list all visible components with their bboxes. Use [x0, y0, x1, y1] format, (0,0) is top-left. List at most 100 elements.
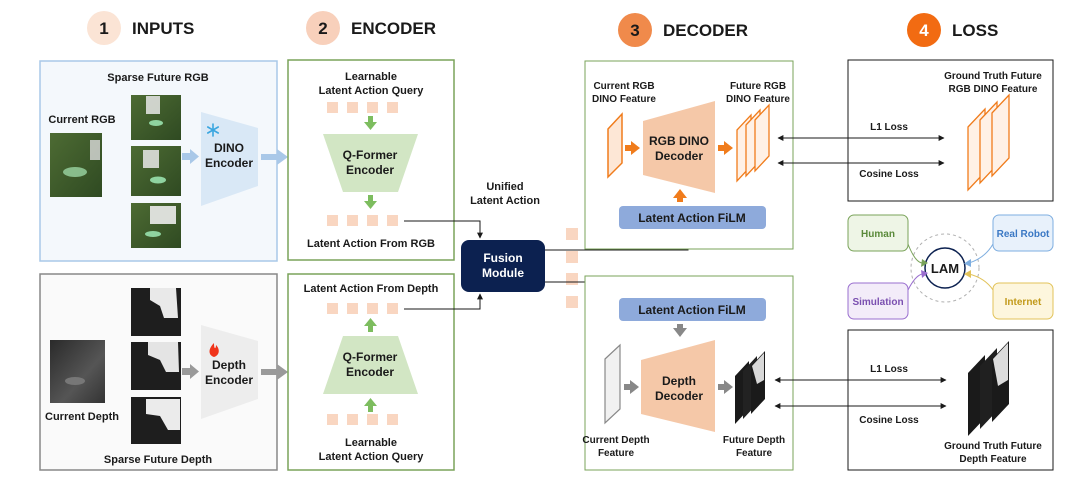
current-rgb-feature-plane: [607, 112, 623, 179]
dino-encoder-label: DINO: [214, 141, 244, 155]
future-depth-frame: [131, 397, 181, 444]
human-label: Human: [861, 229, 895, 240]
orange-right-arrow: [625, 141, 640, 155]
green-up-arrow: [364, 398, 377, 412]
current-rgb-image: [50, 133, 102, 197]
section-title: ENCODER: [351, 19, 436, 38]
current-depth-feature-label: Current Depth: [582, 435, 649, 446]
section-number-badge: [907, 13, 941, 47]
section-title: INPUTS: [132, 19, 194, 38]
current-rgb-feature-label: DINO Feature: [592, 94, 656, 105]
future-rgb-feature-label: Future RGB: [730, 81, 786, 92]
section-number-badge: [87, 11, 121, 45]
gt-rgb-feature-label: Ground Truth Future: [944, 71, 1042, 82]
orange-right-arrow: [718, 141, 733, 155]
section-number: 1: [99, 19, 108, 38]
gt-rgb-feature-stack: [967, 93, 1010, 192]
gray-down-arrow: [673, 324, 687, 337]
gt-depth-feature-stack: [968, 341, 1009, 436]
latent-action-film-bottom: Latent Action FiLM: [619, 298, 766, 321]
current-depth-feature-label: Feature: [598, 448, 635, 459]
unified-latent-tokens: [566, 228, 578, 308]
decoder-depth-panel: Latent Action FiLM Depth Decoder Current…: [582, 275, 794, 471]
learnable-query-label: Learnable: [345, 437, 397, 449]
gt-rgb-feature-label: RGB DINO Feature: [949, 84, 1038, 95]
query-tokens: [327, 102, 398, 113]
gt-depth-feature-label: Ground Truth Future: [944, 441, 1042, 452]
internet-source: Internet: [992, 282, 1054, 320]
qformer-encoder-top: Q-Former Encoder: [323, 134, 418, 192]
rgb-dino-decoder-label: RGB DINO: [649, 134, 709, 148]
simulation-label: Simulation: [852, 297, 903, 308]
future-rgb-frame: [131, 95, 181, 140]
green-down-arrow: [364, 195, 377, 209]
latent-action-film-label: Latent Action FiLM: [638, 303, 746, 317]
latent-action-film-label: Latent Action FiLM: [638, 211, 746, 225]
snowflake-icon: [207, 123, 219, 137]
lam-node: [924, 247, 966, 289]
depth-decoder-label: Decoder: [655, 389, 703, 403]
green-down-arrow: [364, 116, 377, 130]
rgb-dino-decoder-block: RGB DINO Decoder: [643, 101, 715, 193]
section-header-decoder: 3 DECODER: [618, 13, 748, 47]
gt-depth-feature-label: Depth Feature: [959, 454, 1027, 465]
future-depth-feature-label: Feature: [736, 448, 773, 459]
depth-decoder-block: Depth Decoder: [641, 340, 715, 432]
future-rgb-frame: [131, 146, 181, 196]
loss-depth-panel: Ground Truth Future Depth Feature: [847, 329, 1054, 471]
section-number: 2: [318, 19, 327, 38]
depth-decoder-label: Depth: [662, 374, 696, 388]
current-depth-image: [50, 340, 105, 403]
loss-rgb-panel: Ground Truth Future RGB DINO Feature: [847, 59, 1054, 202]
cosine-loss-label: Cosine Loss: [859, 169, 919, 180]
decoder-rgb-panel: Current RGB DINO Feature Future RGB DINO…: [584, 60, 794, 250]
encoder-rgb-panel: Learnable Latent Action Query Q-Former E…: [287, 59, 455, 261]
dino-encoder-label: Encoder: [205, 156, 253, 170]
internet-label: Internet: [1005, 297, 1042, 308]
rgb-dino-decoder-label: Decoder: [655, 149, 703, 163]
qformer-label: Encoder: [346, 163, 394, 177]
lam-source-arrows: [907, 243, 994, 291]
section-header-inputs: 1 INPUTS: [87, 11, 194, 45]
depth-encoder-label: Depth: [212, 358, 246, 372]
sparse-future-depth-label: Sparse Future Depth: [104, 454, 212, 466]
future-rgb-feature-stack: [736, 103, 770, 183]
green-up-arrow: [364, 318, 377, 332]
rgb-to-dino-arrow: [182, 149, 199, 164]
fusion-module-label: Module: [482, 266, 524, 280]
real-robot-label: Real Robot: [997, 229, 1050, 240]
latent-tokens: [327, 215, 398, 226]
current-rgb-feature-label: Current RGB: [593, 81, 654, 92]
fusion-module: Fusion Module: [461, 240, 545, 292]
query-tokens: [327, 414, 398, 425]
real-robot-source: Real Robot: [992, 214, 1054, 252]
unified-latent-action-label: Unified: [486, 181, 523, 193]
depth-encoder-label: Encoder: [205, 373, 253, 387]
inputs-depth-panel: Current Depth Sparse Future Depth Depth …: [39, 273, 278, 471]
current-depth-feature-plane: [604, 343, 621, 425]
qformer-label: Q-Former: [343, 350, 398, 364]
learnable-query-label: Learnable: [345, 71, 397, 83]
rgb-loss-connectors: [777, 135, 945, 166]
current-rgb-label: Current RGB: [48, 114, 115, 126]
future-depth-frame: [131, 342, 181, 390]
human-source: Human: [847, 214, 909, 252]
orange-up-arrow: [673, 189, 687, 202]
dino-to-encoder-arrow: [261, 149, 288, 165]
future-depth-frame: [131, 288, 181, 336]
l1-loss-label: L1 Loss: [870, 122, 908, 133]
section-number-badge: [618, 13, 652, 47]
learnable-query-label: Latent Action Query: [319, 451, 425, 463]
depth-to-encoder-arrow: [182, 364, 199, 379]
flame-icon: [209, 343, 219, 357]
encoder-depth-panel: Latent Action From Depth Q-Former Encode…: [287, 273, 455, 471]
section-title: DECODER: [663, 21, 748, 40]
learnable-query-label: Latent Action Query: [319, 85, 425, 97]
gray-right-arrow: [718, 380, 733, 394]
depth-encoder-block: Depth Encoder: [201, 325, 258, 419]
depth-encoder-to-encoder-arrow: [261, 364, 288, 380]
dino-encoder-block: DINO Encoder: [201, 112, 258, 206]
latent-from-depth-label: Latent Action From Depth: [304, 283, 439, 295]
section-number: 4: [919, 21, 929, 40]
latent-tokens: [327, 303, 398, 314]
